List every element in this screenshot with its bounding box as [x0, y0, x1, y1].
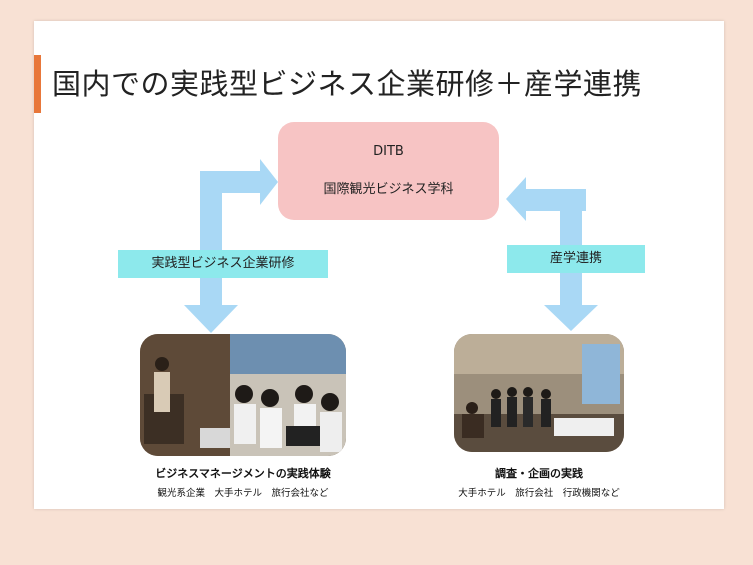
slide-title: 国内での実践型ビジネス企業研修＋産学連携 — [52, 67, 643, 101]
right-label: 産学連携 — [507, 245, 645, 273]
right-photo-image — [454, 334, 624, 452]
center-line-2: 国際観光ビジネス学科 — [323, 182, 454, 197]
title-accent-bar — [34, 55, 41, 113]
left-connector-arrow — [184, 159, 278, 333]
right-photo — [454, 334, 624, 452]
left-photo-image — [140, 334, 346, 456]
left-photo — [140, 334, 346, 456]
left-label: 実践型ビジネス企業研修 — [118, 250, 328, 278]
right-connector-arrow — [506, 177, 598, 331]
center-box: DITB 国際観光ビジネス学科 — [278, 122, 499, 220]
left-caption: ビジネスマネージメントの実践体験 — [155, 467, 331, 480]
center-line-1: DITB — [373, 144, 404, 159]
slide: 国内での実践型ビジネス企業研修＋産学連携 実践型ビジネス企業研修 産学連携 DI… — [34, 21, 724, 509]
right-caption: 調査・企画の実践 — [495, 467, 583, 480]
right-subcaption: 大手ホテル 旅行会社 行政機関など — [458, 488, 620, 499]
left-subcaption: 観光系企業 大手ホテル 旅行会社など — [157, 488, 329, 499]
